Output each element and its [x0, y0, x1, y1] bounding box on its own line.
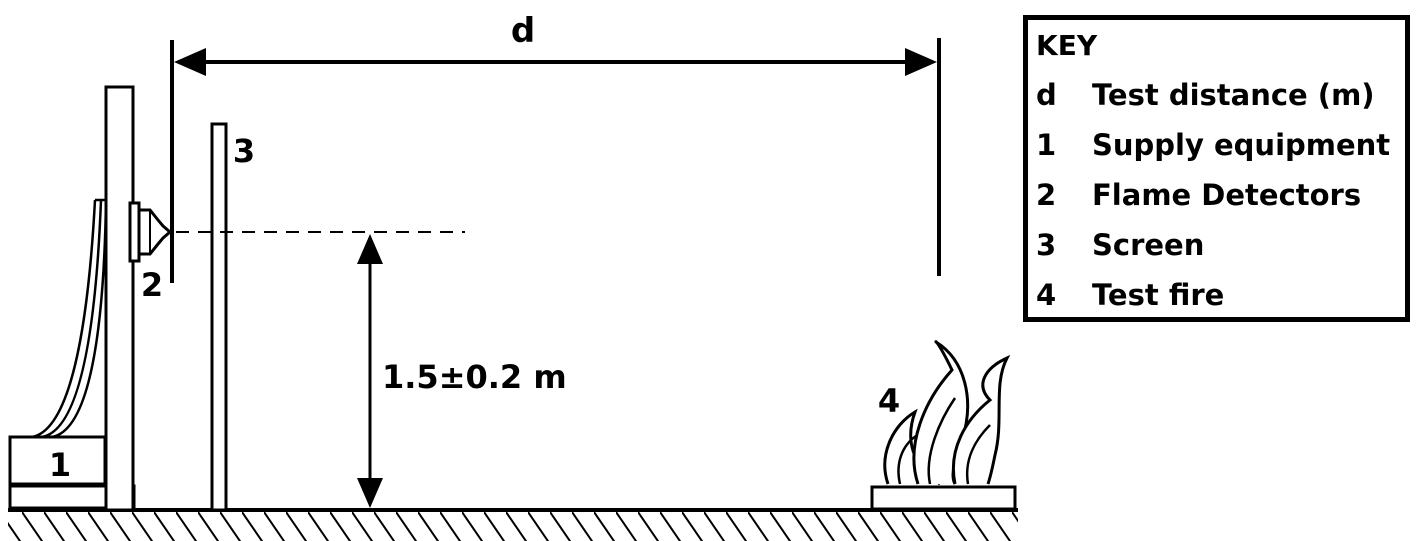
- key-title: KEY: [1036, 29, 1098, 62]
- ground: [8, 508, 1018, 541]
- key-item-test-fire: 4 Test fire: [1036, 270, 1405, 320]
- key-item-screen: 3 Screen: [1036, 220, 1405, 270]
- key-symbol: 1: [1036, 128, 1057, 162]
- screen: [210, 122, 228, 512]
- height-dimension: [357, 234, 383, 508]
- key-item-flame-detectors: 2 Flame Detectors: [1036, 170, 1405, 220]
- test-fire-label: 4: [878, 382, 900, 420]
- distance-dimension: [170, 38, 941, 283]
- key-symbol: 4: [1036, 278, 1057, 312]
- key-description: Test fire: [1092, 278, 1225, 312]
- screen-label: 3: [233, 132, 255, 170]
- key-symbol: 3: [1036, 228, 1057, 262]
- key-description: Flame Detectors: [1092, 178, 1362, 212]
- key-item-distance: d Test distance (m): [1036, 70, 1405, 120]
- test-fire: [870, 340, 1017, 511]
- flame-detector: [128, 201, 173, 263]
- key-description: Supply equipment: [1092, 128, 1391, 162]
- key-legend: KEY d Test distance (m) 1 Supply equipme…: [1023, 15, 1410, 322]
- key-description: Screen: [1092, 228, 1205, 262]
- mounting-post: [104, 85, 135, 512]
- height-label: 1.5±0.2 m: [382, 358, 567, 396]
- key-description: Test distance (m): [1092, 78, 1375, 112]
- key-symbol: 2: [1036, 178, 1057, 212]
- key-item-supply-equipment: 1 Supply equipment: [1036, 120, 1405, 170]
- supply-equipment-label: 1: [49, 446, 71, 484]
- supply-equipment: [8, 198, 136, 510]
- distance-label: d: [511, 11, 535, 51]
- flame-detectors-label: 2: [141, 266, 163, 304]
- key-symbol: d: [1036, 78, 1057, 112]
